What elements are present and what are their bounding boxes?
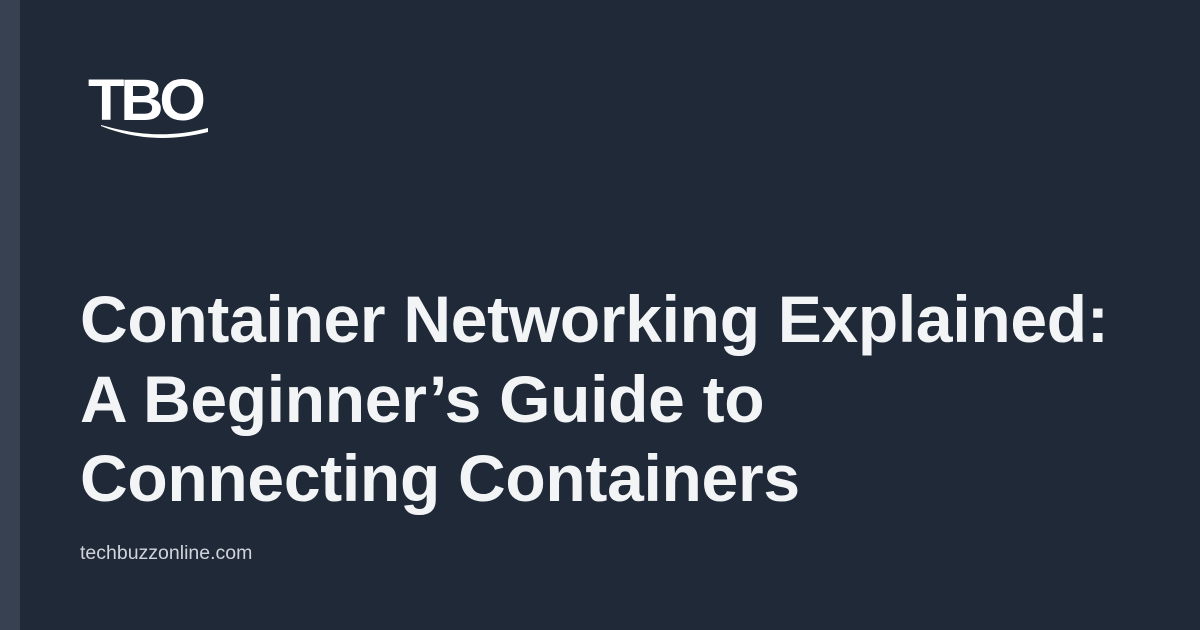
logo-wordmark: TBO	[88, 68, 206, 133]
side-accent-stripe	[0, 0, 20, 630]
swoosh-underline-icon	[101, 125, 208, 138]
title-line-2: A Beginner’s Guide to	[80, 361, 765, 436]
site-logo[interactable]: TBO	[88, 68, 212, 142]
article-title: Container Networking Explained: A Beginn…	[80, 280, 1160, 519]
title-line-3: Connecting Containers	[80, 441, 800, 515]
site-domain: techbuzzonline.com	[80, 542, 253, 564]
title-line-1: Container Networking Explained:	[80, 282, 1109, 356]
